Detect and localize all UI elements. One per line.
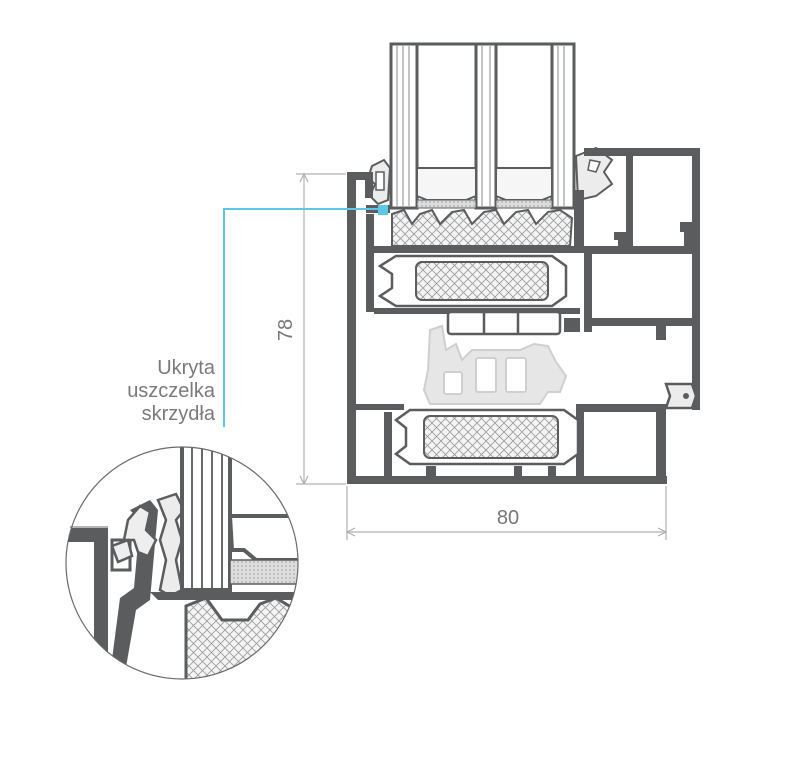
width-dimension: [345, 486, 668, 540]
frame-profile: [347, 404, 667, 484]
glazing-unit: [389, 42, 576, 210]
centre-gasket: [422, 324, 568, 405]
height-dimension: [296, 172, 346, 486]
width-dimension-label: 80: [497, 507, 519, 529]
sash-drain-chambers: [446, 310, 562, 336]
hidden-seal-marker: [223, 205, 388, 427]
inner-glazing-bead: [574, 146, 614, 202]
callout-line-2: uszczelka: [127, 380, 215, 402]
detail-zoom-circle: [65, 446, 299, 680]
outer-gasket: [366, 158, 392, 206]
height-dimension-label: 78: [275, 319, 297, 341]
sash-top-insulation: [391, 208, 574, 247]
callout-line-3: skrzydła: [141, 403, 215, 425]
lower-thermal-break: [393, 408, 580, 466]
callout-line-1: Ukryta: [157, 357, 215, 379]
hidden-seal-callout: Ukryta uszczelka skrzydła: [127, 357, 215, 426]
upper-thermal-break: [377, 254, 568, 308]
frame-gasket: [664, 382, 698, 410]
